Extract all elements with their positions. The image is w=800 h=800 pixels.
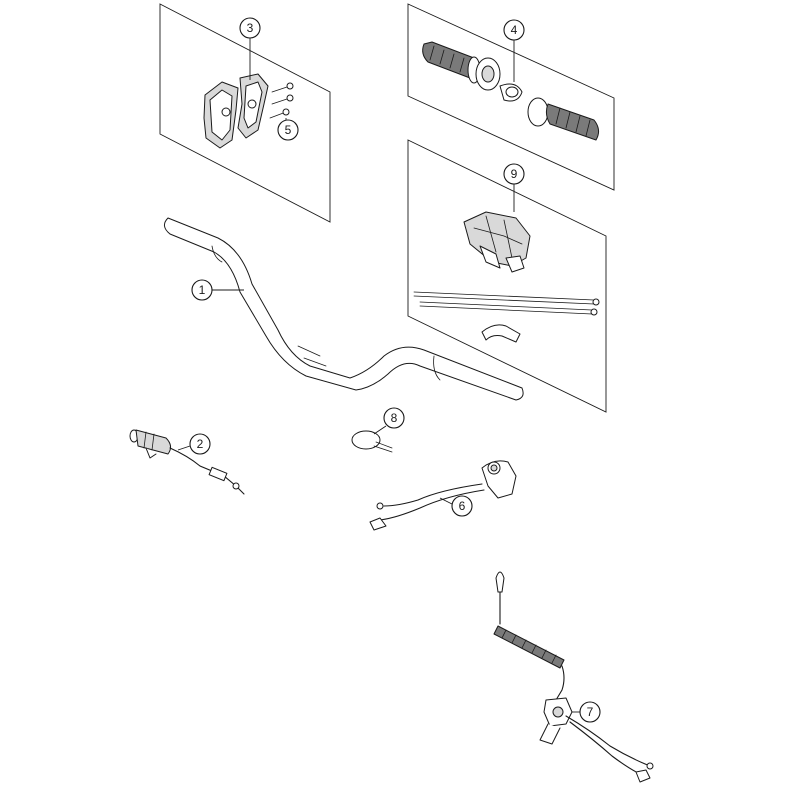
panel-handlebar-pad-kit: 9 (407, 139, 607, 413)
callout-6: 6 (451, 495, 473, 517)
callout-7: 7 (579, 701, 601, 723)
callout-4: 4 (503, 19, 525, 41)
throttle-cable-part: 2 (129, 429, 245, 495)
grip-left-part (422, 41, 481, 84)
cable-tie-part: 8 (351, 407, 405, 453)
callout-label-3: 3 (247, 21, 254, 35)
callout-label-9: 9 (511, 167, 518, 181)
handlebar-part: 1 (164, 217, 524, 401)
callout-label-8: 8 (391, 411, 398, 425)
throttle-tube-part (475, 57, 523, 102)
panel-grip-set: 4 (407, 3, 615, 191)
callout-8: 8 (383, 407, 405, 429)
tether-switch-part: 7 (493, 571, 654, 783)
pad-bracket-part (481, 324, 521, 343)
callout-label-5: 5 (285, 123, 292, 137)
callout-label-1: 1 (199, 283, 206, 297)
callout-label-2: 2 (197, 437, 204, 451)
coiled-cord-part (493, 625, 565, 669)
callout-2: 2 (189, 433, 211, 455)
callout-label-7: 7 (587, 705, 594, 719)
straps-part (413, 291, 600, 316)
callout-label-4: 4 (511, 23, 518, 37)
callout-5: 5 (277, 119, 299, 141)
handlebar-pad-part (463, 211, 531, 273)
kill-switch-part: 6 (369, 460, 517, 531)
callout-9: 9 (503, 163, 525, 185)
callout-1: 1 (191, 279, 213, 301)
clamp-bolts-part (269, 82, 294, 119)
panel-handlebar-clamp: 3 5 (159, 3, 331, 223)
callout-3: 3 (239, 17, 261, 39)
callout-label-6: 6 (459, 499, 466, 513)
handlebar-clamp-part (203, 73, 269, 149)
grip-right-part (527, 97, 600, 141)
